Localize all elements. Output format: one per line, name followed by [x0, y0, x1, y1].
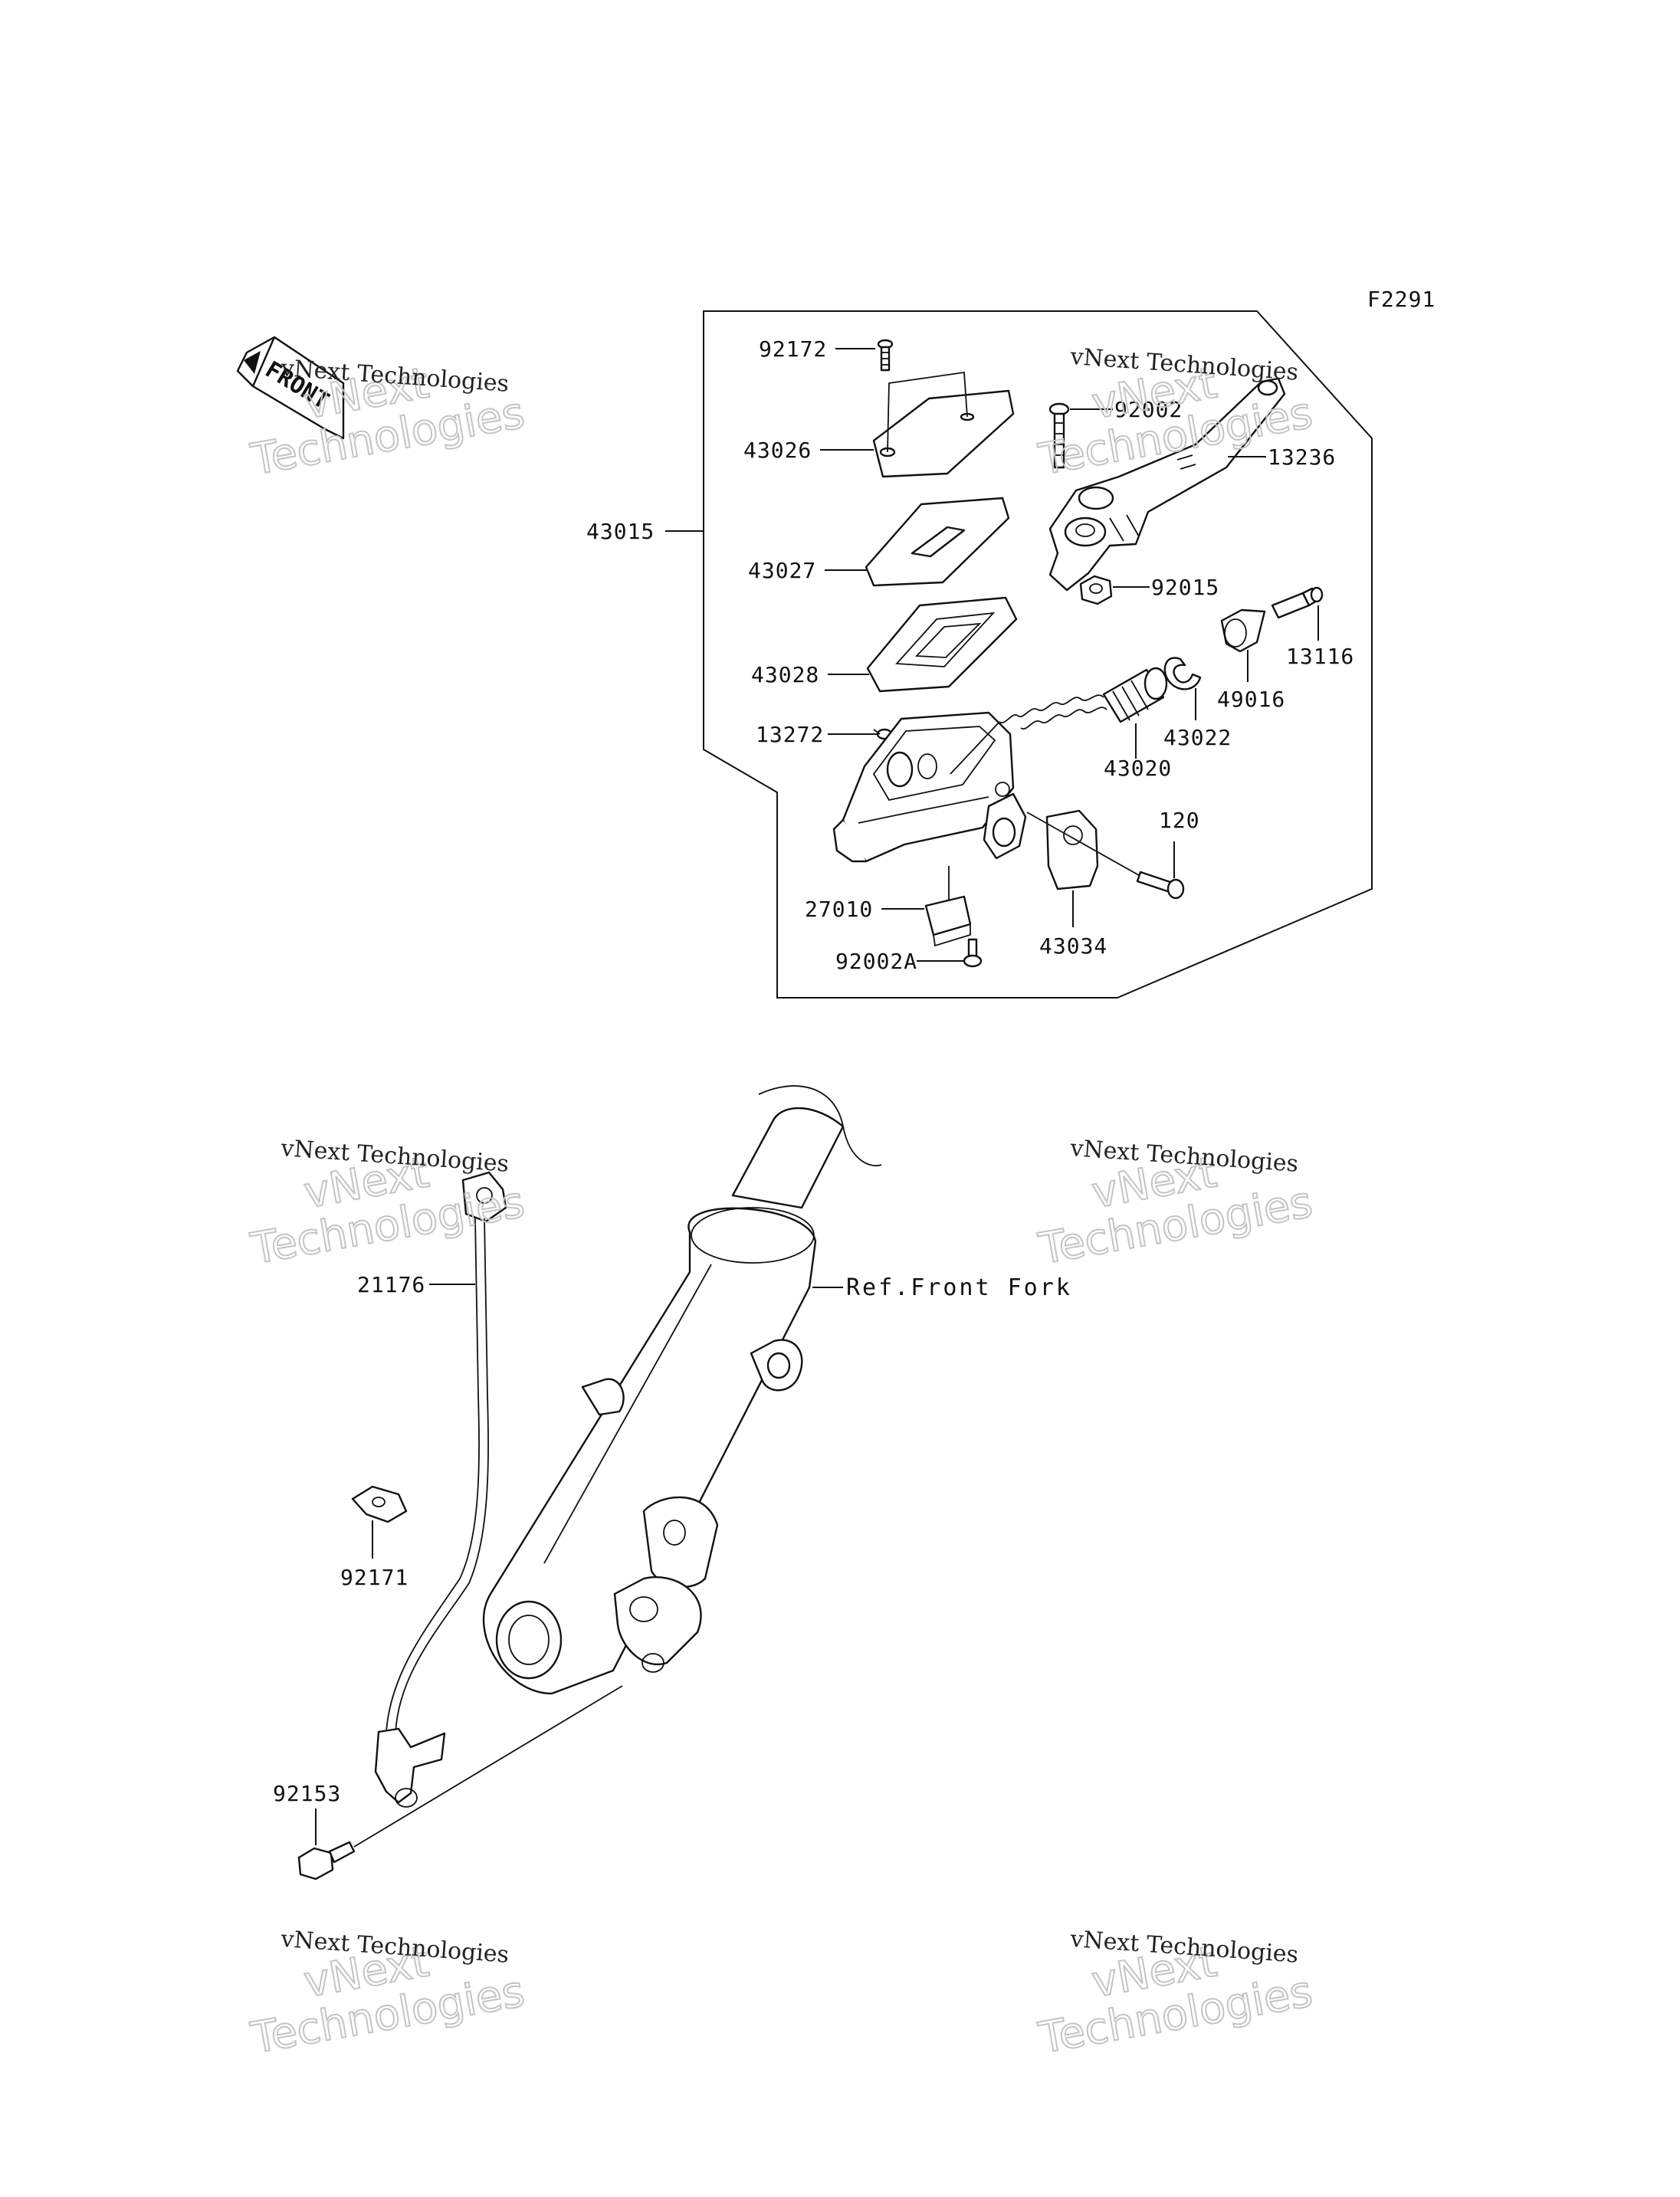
label-43026: 43026 [743, 438, 812, 463]
label-92002: 92002 [1114, 397, 1183, 422]
label-13116: 13116 [1286, 644, 1354, 669]
label-43015: 43015 [586, 519, 655, 544]
master-cylinder-body [832, 711, 1027, 863]
label-43027: 43027 [748, 558, 816, 583]
switch-27010 [924, 866, 972, 947]
abs-sensor-21176 [374, 1171, 507, 1808]
dust-boot-49016 [1220, 608, 1266, 653]
label-92002A: 92002A [835, 949, 917, 974]
clamp-92171 [351, 1485, 408, 1523]
piston-kit-43020 [950, 667, 1168, 775]
label-120: 120 [1159, 808, 1200, 833]
assembly-boundary [703, 310, 1373, 998]
label-43034: 43034 [1039, 933, 1107, 959]
label-43028: 43028 [751, 662, 819, 687]
label-49016: 49016 [1217, 687, 1285, 712]
figure-code: F2291 [1367, 287, 1436, 312]
bolt-92153 [297, 1685, 623, 1881]
pivot-pin-13116 [1271, 586, 1324, 619]
label-92172: 92172 [759, 336, 827, 362]
circlip-43022 [1163, 657, 1202, 690]
clamp-43034 [1026, 809, 1150, 890]
brake-lever-13236 [1048, 377, 1286, 592]
label-ref-front-fork: Ref.Front Fork [846, 1274, 1072, 1301]
diaphragm-43028 [866, 596, 1018, 693]
screw-92002A [963, 938, 983, 968]
label-92153: 92153 [273, 1781, 341, 1806]
label-43022: 43022 [1163, 725, 1232, 750]
bolt-92002 [1048, 402, 1070, 469]
diaphragm-plate-43027 [865, 497, 1010, 587]
label-43020: 43020 [1104, 756, 1172, 781]
nut-92015 [1079, 575, 1113, 605]
label-92015: 92015 [1151, 575, 1219, 600]
label-27010: 27010 [805, 897, 873, 922]
reservoir-cap-43026 [872, 371, 1015, 478]
front-fork-reference [482, 1085, 882, 1695]
bolt-120 [1136, 871, 1185, 900]
screw-92172 [877, 339, 894, 372]
label-21176: 21176 [357, 1272, 425, 1297]
label-92171: 92171 [340, 1565, 409, 1590]
label-13272: 13272 [756, 722, 824, 747]
label-13236: 13236 [1268, 444, 1336, 470]
